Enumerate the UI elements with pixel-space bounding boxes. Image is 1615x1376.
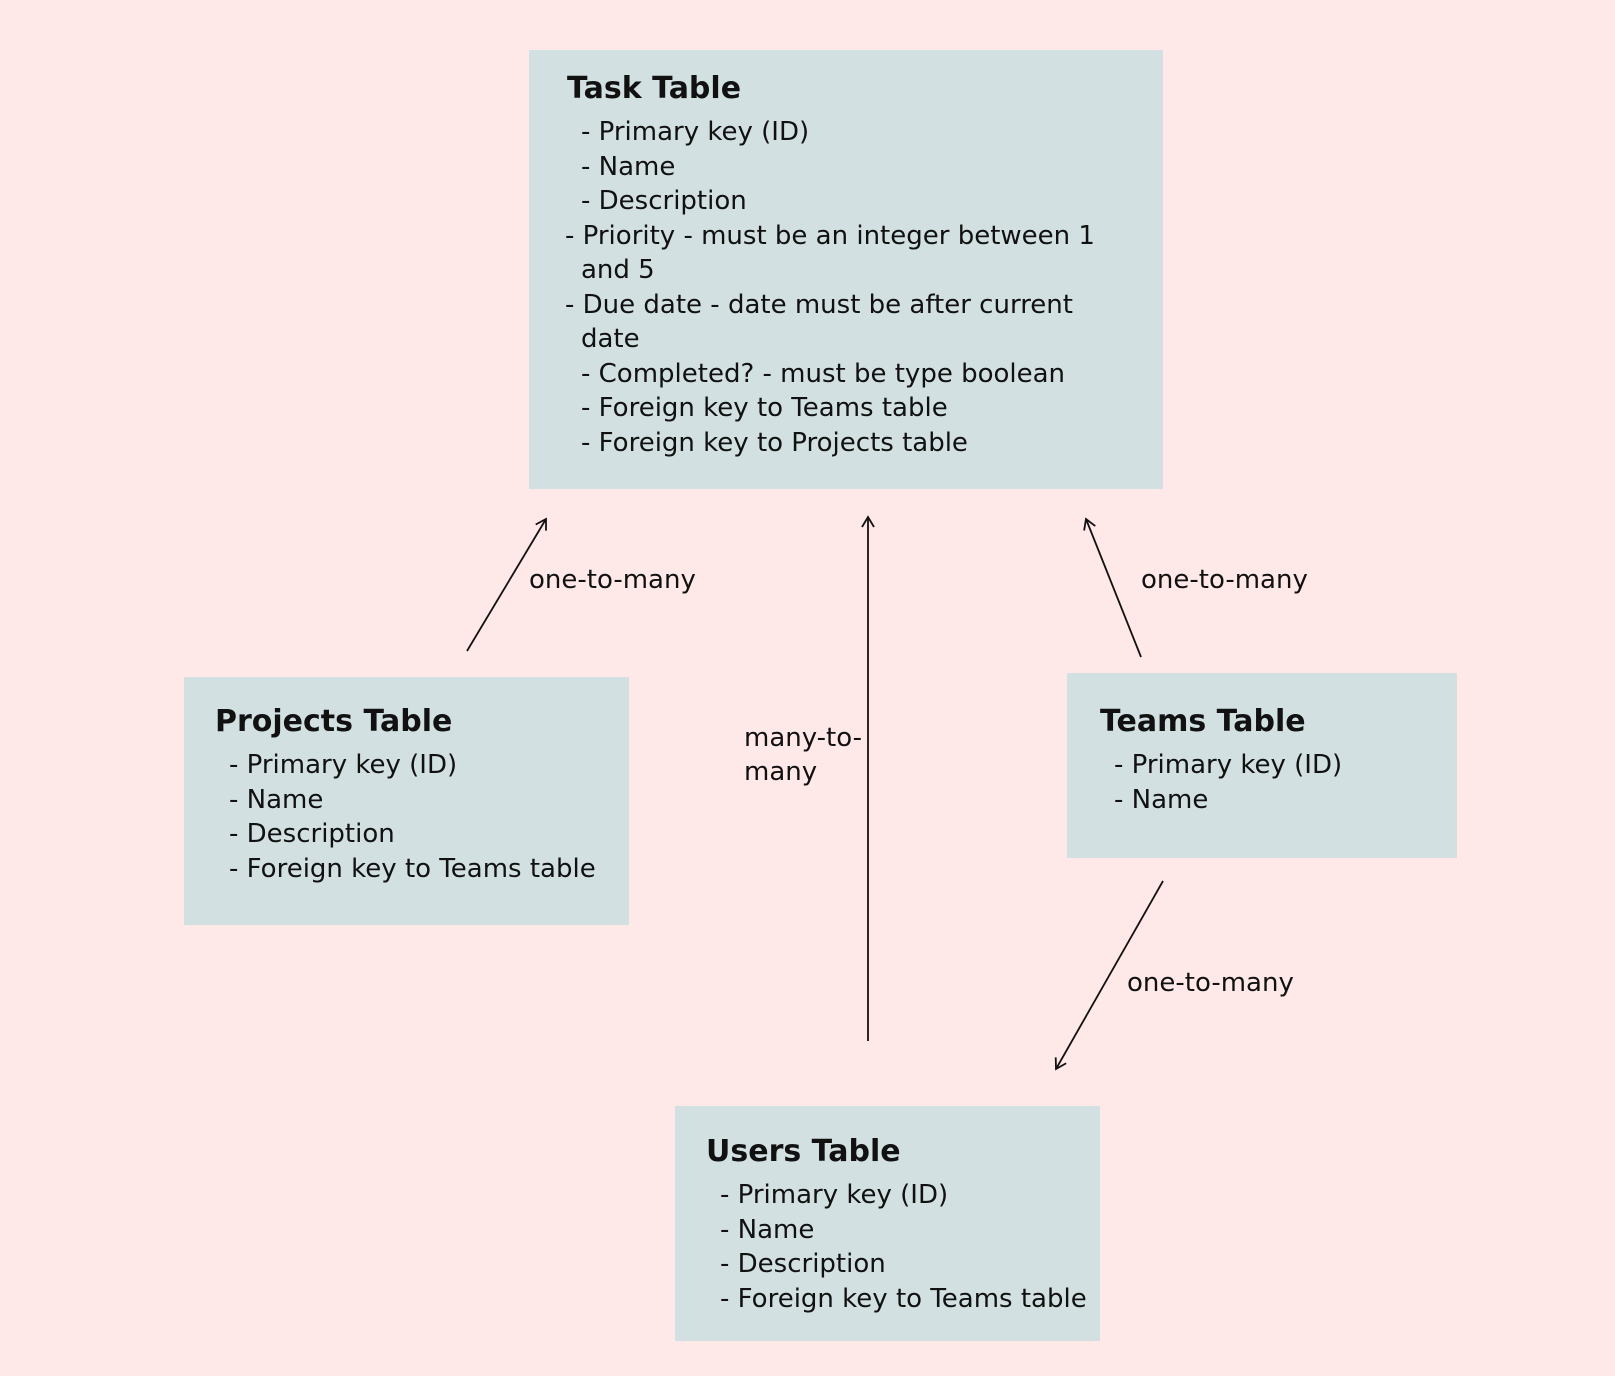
- projects-field-primary-key: - Primary key (ID): [229, 750, 458, 780]
- relationship-label-projects-task: one-to-many: [529, 565, 696, 595]
- projects-field-description: - Description: [229, 819, 395, 849]
- teams-table-fields: - Primary key (ID) - Name: [1100, 748, 1424, 817]
- users-field-fk-teams: - Foreign key to Teams table: [720, 1283, 1087, 1314]
- teams-table-title: Teams Table: [1100, 704, 1306, 739]
- task-field-primary-key: - Primary key (ID): [581, 117, 810, 147]
- teams-field-name: - Name: [1114, 784, 1209, 815]
- users-field-primary-key: - Primary key (ID): [720, 1180, 949, 1210]
- task-table-box: Task Table - Primary key (ID) - Name - D…: [529, 50, 1163, 489]
- users-table-box: Users Table - Primary key (ID) - Name - …: [675, 1106, 1100, 1341]
- teams-field-primary-key: - Primary key (ID): [1114, 750, 1343, 780]
- task-table-fields: - Primary key (ID) - Name - Description …: [565, 115, 1101, 460]
- task-field-fk-projects: - Foreign key to Projects table: [581, 427, 968, 458]
- users-field-description: - Description: [720, 1249, 886, 1279]
- projects-table-fields: - Primary key (ID) - Name - Description …: [215, 748, 598, 886]
- projects-field-name: - Name: [229, 784, 324, 815]
- task-field-name: - Name: [581, 151, 676, 182]
- projects-table-title: Projects Table: [215, 704, 453, 739]
- projects-field-fk-teams: - Foreign key to Teams table: [229, 853, 596, 884]
- relationship-label-teams-users: one-to-many: [1127, 968, 1294, 998]
- task-field-description: - Description: [581, 186, 747, 216]
- projects-table-box: Projects Table - Primary key (ID) - Name…: [184, 677, 629, 925]
- teams-table-box: Teams Table - Primary key (ID) - Name: [1067, 673, 1457, 858]
- task-field-priority: - Priority - must be an integer between …: [565, 220, 1095, 286]
- task-field-fk-teams: - Foreign key to Teams table: [581, 393, 948, 423]
- task-field-completed: - Completed? - must be type boolean: [581, 358, 1066, 389]
- users-table-title: Users Table: [706, 1134, 901, 1169]
- users-field-name: - Name: [720, 1214, 815, 1245]
- relationship-label-teams-task: one-to-many: [1141, 565, 1308, 595]
- task-table-title: Task Table: [567, 71, 742, 106]
- relationship-label-users-task: many-to-many: [744, 723, 863, 787]
- task-field-due-date: - Due date - date must be after current …: [565, 289, 1073, 355]
- arrow-teams-to-task: [1083, 517, 1142, 658]
- users-table-fields: - Primary key (ID) - Name - Description …: [706, 1178, 1087, 1316]
